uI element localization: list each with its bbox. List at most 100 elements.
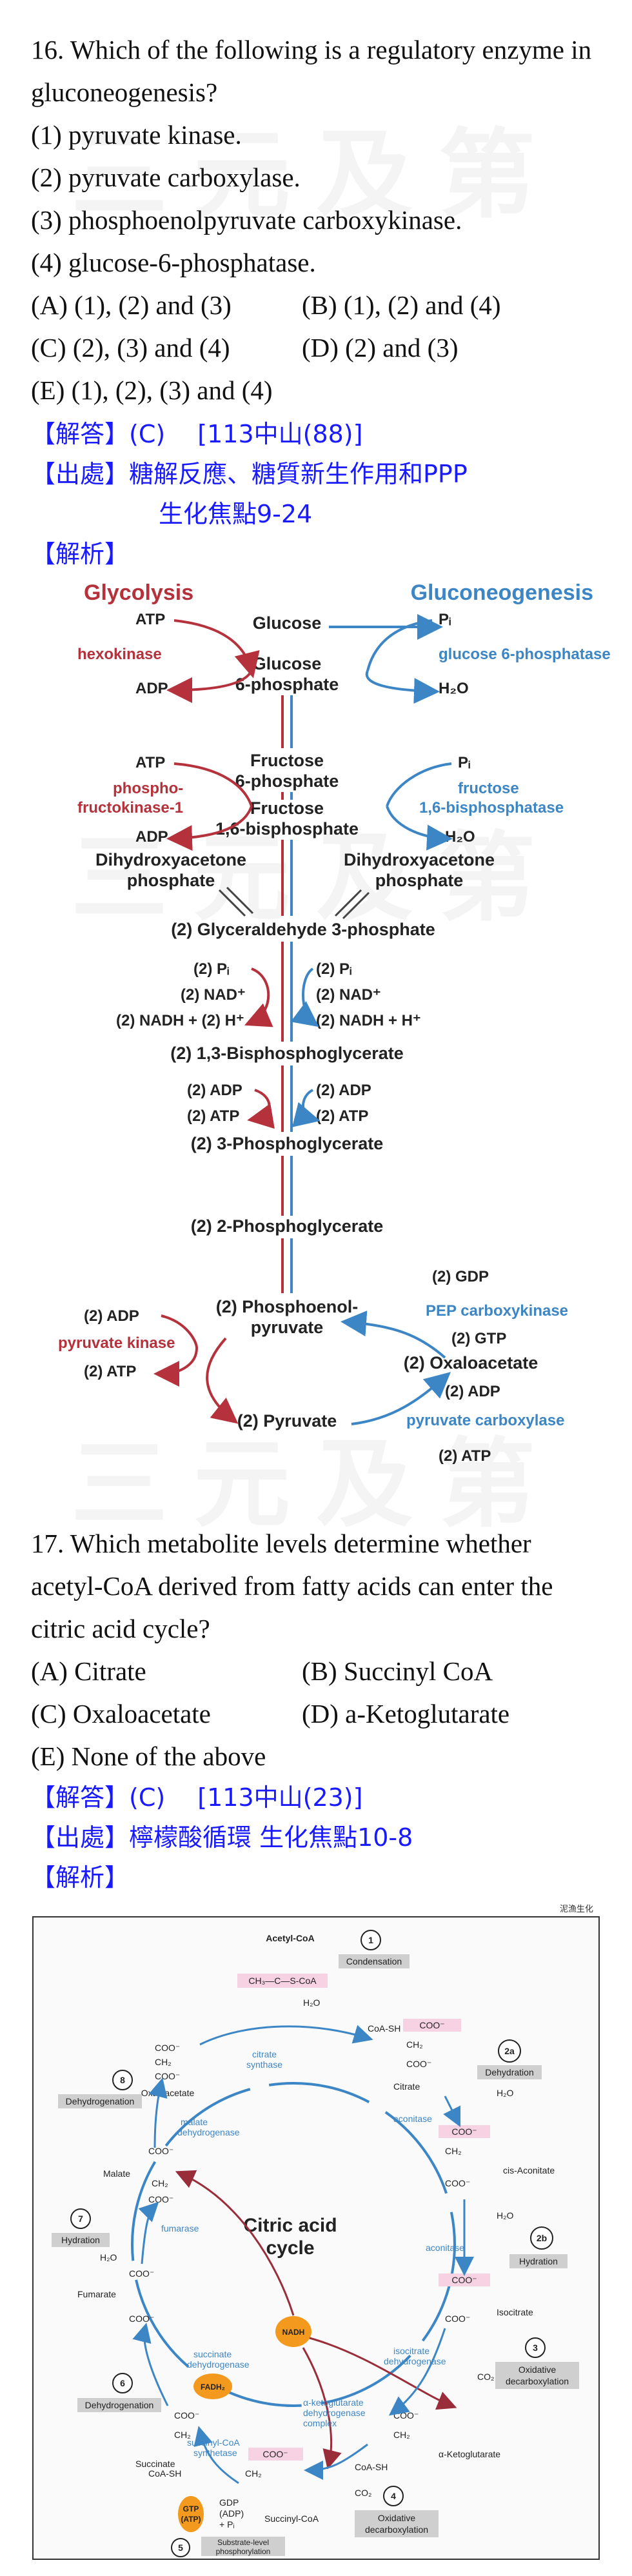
- akg-formula: CH₂: [393, 2430, 410, 2440]
- pepck-label: PEP carboxykinase: [426, 1302, 568, 1320]
- akgdh-label: complex: [303, 2418, 337, 2428]
- step-label: Oxidative: [518, 2364, 557, 2375]
- cis-aconitate-formula: COO⁻: [445, 2178, 470, 2188]
- question-line: acetyl-CoA derived from fatty acids can …: [31, 1571, 553, 1601]
- fumarate-label: Fumarate: [77, 2289, 116, 2299]
- bpg-label: (2) 1,3-Bisphosphoglycerate: [170, 1044, 404, 1063]
- question-item: (4) glucose-6-phosphatase.: [31, 248, 316, 277]
- answer-line: 【解答】(C) [113中山(88)]: [31, 420, 363, 448]
- pepck-gtp: (2) GTP: [451, 1330, 506, 1347]
- h2o-label: H₂O: [303, 1997, 321, 2008]
- pk-label: pyruvate kinase: [58, 1334, 175, 1352]
- pc-adp: (2) ADP: [445, 1383, 500, 1400]
- akg-label: α-Ketoglutarate: [439, 2449, 500, 2459]
- succinate-label: Succinate: [135, 2459, 175, 2469]
- hexokinase-label: hexokinase: [77, 646, 162, 663]
- oaa-label: Oxaloacetate: [141, 2088, 195, 2098]
- nadh-hub: NADH: [282, 2328, 305, 2337]
- fadh2-label: FADH₂: [201, 2383, 225, 2392]
- acetyl-coa-label: Acetyl-CoA: [266, 1933, 314, 1943]
- step-number: 6: [120, 2378, 125, 2388]
- coash-label: CoA-SH: [368, 2023, 400, 2034]
- akg-formula: COO⁻: [393, 2410, 419, 2421]
- step-number: 2b: [537, 2233, 547, 2243]
- question-item: (1) pyruvate kinase.: [31, 120, 242, 150]
- glucose-label: Glucose: [253, 613, 322, 633]
- icdh-label: isocitrate: [393, 2346, 430, 2356]
- pk-atp: (2) ATP: [84, 1363, 136, 1380]
- corner-note: 泥漁生化: [560, 1904, 593, 1914]
- g6p-label: 6-phosphate: [235, 675, 339, 694]
- g6p-label: Glucose: [253, 654, 322, 673]
- icdh-label: dehydrogenase: [384, 2356, 446, 2366]
- scs-label: succinyl-CoA: [187, 2437, 240, 2448]
- malate-label: Malate: [103, 2168, 130, 2179]
- cis-aconitate-label: cis-Aconitate: [503, 2165, 555, 2175]
- oaa-formula: CH₂: [155, 2057, 172, 2067]
- option-row: (E) (1), (2), (3) and (4): [31, 369, 611, 411]
- option: (B) Succinyl CoA: [302, 1656, 493, 1686]
- malate-formula: CH₂: [152, 2178, 168, 2188]
- glycolysis-title: Glycolysis: [84, 580, 193, 605]
- source-line-2: 生化焦點9-24: [159, 500, 313, 528]
- sdh-label: dehydrogenase: [187, 2359, 250, 2370]
- dhap-right: Dihydroxyacetone: [344, 850, 495, 869]
- malate-formula: COO⁻: [148, 2146, 173, 2156]
- option: (C) Oxaloacetate: [31, 1699, 211, 1729]
- gap-label: (2) Glyceraldehyde 3-phosphate: [171, 920, 435, 939]
- step-number: 5: [178, 2542, 183, 2553]
- co2-label: CO₂: [477, 2372, 494, 2382]
- step-label: Dehydrogenation: [85, 2400, 154, 2410]
- isocitrate-formula: COO⁻: [445, 2313, 470, 2324]
- option: (E) (1), (2), (3) and (4): [31, 375, 273, 405]
- pgk-right-atp: (2) ATP: [316, 1107, 368, 1125]
- citrate-synthase-label: citrate: [252, 2049, 277, 2059]
- g6pase-label: glucose 6-phosphatase: [439, 646, 611, 663]
- co2-label: CO₂: [355, 2488, 371, 2498]
- option: (A) Citrate: [31, 1656, 146, 1686]
- question-item: (3) phosphoenolpyruvate carboxykinase.: [31, 205, 462, 235]
- oaa-formula: COO⁻: [155, 2071, 180, 2081]
- citrate-formula: CH₂: [406, 2039, 423, 2050]
- step-label: Dehydration: [485, 2067, 534, 2077]
- option: (B) (1), (2) and (4): [302, 290, 501, 320]
- question-line: gluconeogenesis?: [31, 77, 218, 107]
- fbpase-h2o: H₂O: [445, 828, 475, 846]
- step-number: 8: [120, 2075, 125, 2085]
- fbpase-label: 1,6-bisphosphatase: [419, 799, 564, 817]
- gapdh-left-pi: (2) Pᵢ: [193, 960, 229, 978]
- step-label: phosphorylation: [216, 2547, 271, 2556]
- option: (A) (1), (2) and (3): [31, 290, 232, 320]
- step-label: Hydration: [519, 2256, 558, 2266]
- pfk-adp: ADP: [135, 828, 168, 846]
- option: (E) None of the above: [31, 1741, 266, 1771]
- akgdh-label: α-ketoglutarate: [303, 2397, 364, 2408]
- step-number: 2a: [504, 2046, 515, 2056]
- question-line: citric acid cycle?: [31, 1614, 210, 1643]
- option: (D) a-Ketoglutarate: [302, 1699, 510, 1729]
- f6p-label: 6-phosphate: [235, 771, 339, 791]
- succinyl-coa-formula: COO⁻: [262, 2449, 288, 2459]
- pfk-label: phospho-: [113, 780, 183, 797]
- option-row: (E) None of the above: [31, 1735, 611, 1778]
- gapdh-left-nadh: (2) NADH + (2) H⁺: [116, 1012, 244, 1029]
- cycle-title: cycle: [266, 2237, 314, 2259]
- malate-formula: COO⁻: [148, 2194, 173, 2204]
- adp-label: (ADP): [219, 2508, 244, 2519]
- gtp-label: GTP: [183, 2504, 199, 2513]
- citrate-formula: COO⁻: [419, 2020, 444, 2030]
- analysis-label: 【解析】: [31, 1863, 130, 1892]
- pepck-gdp: (2) GDP: [432, 1268, 489, 1285]
- option-row: (A) Citrate (B) Succinyl CoA: [31, 1650, 611, 1692]
- acetyl-coa-formula: CH₃—C—S-CoA: [248, 1976, 317, 1986]
- pk-adp: (2) ADP: [84, 1307, 139, 1325]
- succinyl-coa-label: Succinyl-CoA: [264, 2513, 319, 2524]
- fbp-label: Fructose: [250, 798, 324, 818]
- gapdh-left-nad: (2) NAD⁺: [181, 986, 246, 1004]
- gapdh-right-nad: (2) NAD⁺: [316, 986, 381, 1004]
- step-label: Condensation: [346, 1956, 402, 1967]
- pc-atp: (2) ATP: [439, 1447, 491, 1465]
- question-item: (2) pyruvate carboxylase.: [31, 163, 301, 192]
- scs-label: synthetase: [193, 2448, 237, 2458]
- h2o-label: H₂O: [100, 2252, 117, 2263]
